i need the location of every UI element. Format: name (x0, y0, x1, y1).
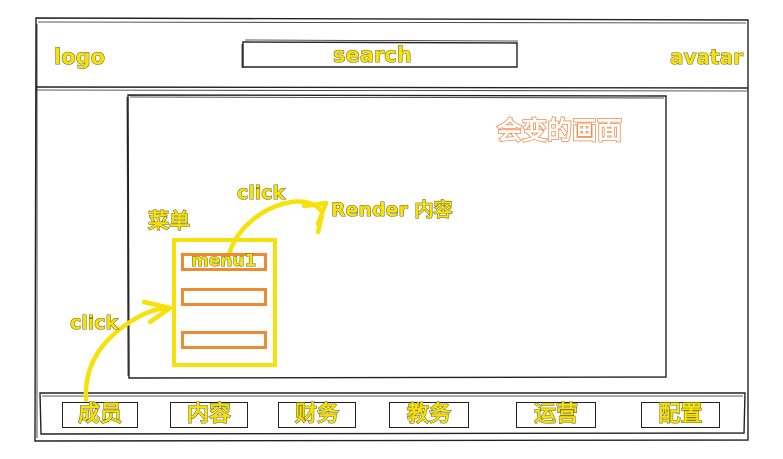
tab-members[interactable]: 成员 (62, 402, 138, 428)
tab-finance[interactable]: 财务 (278, 402, 356, 428)
tab-academic[interactable]: 教务 (389, 402, 469, 428)
logo[interactable]: logo (54, 45, 106, 69)
tab-settings[interactable]: 配置 (641, 402, 720, 428)
menu-item-1[interactable] (181, 253, 267, 271)
page-title: 会变的画面 (496, 116, 623, 145)
tab-academic-label: 教务 (406, 402, 452, 427)
tab-operations[interactable]: 运营 (516, 402, 596, 428)
avatar[interactable]: avatar (670, 45, 744, 69)
menu-label: 菜单 (148, 209, 191, 233)
tab-content[interactable]: 内容 (170, 402, 248, 428)
click-annotation-left: click (70, 312, 119, 334)
tab-members-label: 成员 (77, 402, 123, 427)
menu-item-3[interactable] (181, 331, 267, 349)
tab-finance-label: 财务 (294, 402, 340, 427)
menu-item-2[interactable] (181, 288, 267, 306)
tab-operations-label: 运营 (533, 402, 579, 427)
render-content-label: Render 内容 (331, 199, 453, 221)
tab-content-label: 内容 (186, 402, 232, 427)
search-input[interactable]: search (333, 43, 412, 67)
click-annotation-top: click (237, 182, 286, 204)
tab-settings-label: 配置 (658, 402, 703, 427)
menu-item-1-label: menu1 (191, 251, 257, 271)
